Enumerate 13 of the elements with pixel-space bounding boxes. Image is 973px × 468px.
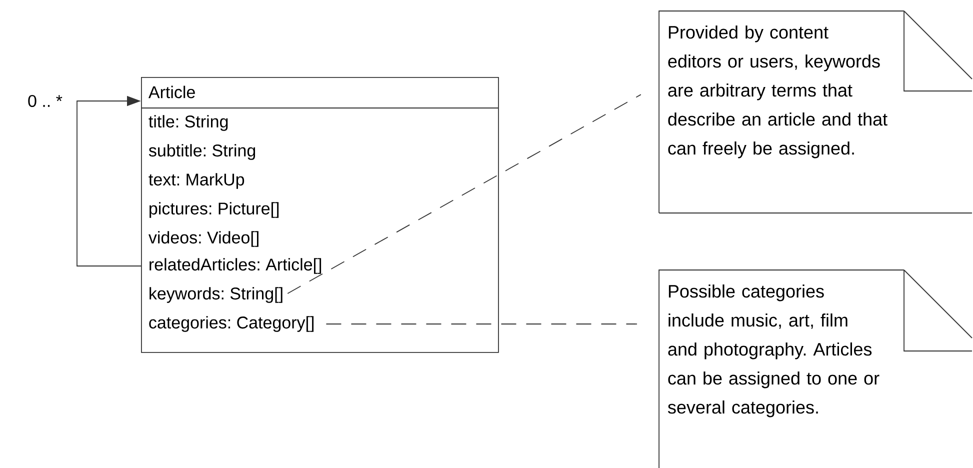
note-box: Possible categories include music, art, film and photography. Articles can be assigned to one or several categories. [658,270,972,468]
attribute-text: title: String [148,115,228,131]
attribute-text: subtitle: String [148,144,256,160]
attribute-text: pictures: Picture[] [150,202,279,218]
attribute-text: keywords: String[] [150,287,282,303]
connector [287,94,642,294]
edge-label: 0 .. * [26,92,64,110]
attribute-text: videos: Video[] [148,231,258,247]
attribute-text: categories: Category[] [149,316,314,332]
attribute-text: text: MarkUp [148,173,244,189]
connector [76,96,142,266]
attribute-text: relatedArticles: Article[] [150,258,322,274]
note-box: Provided by content editors or users, keywords are arbitrary terms that describe an article and that can freely be assigned. [658,10,972,214]
